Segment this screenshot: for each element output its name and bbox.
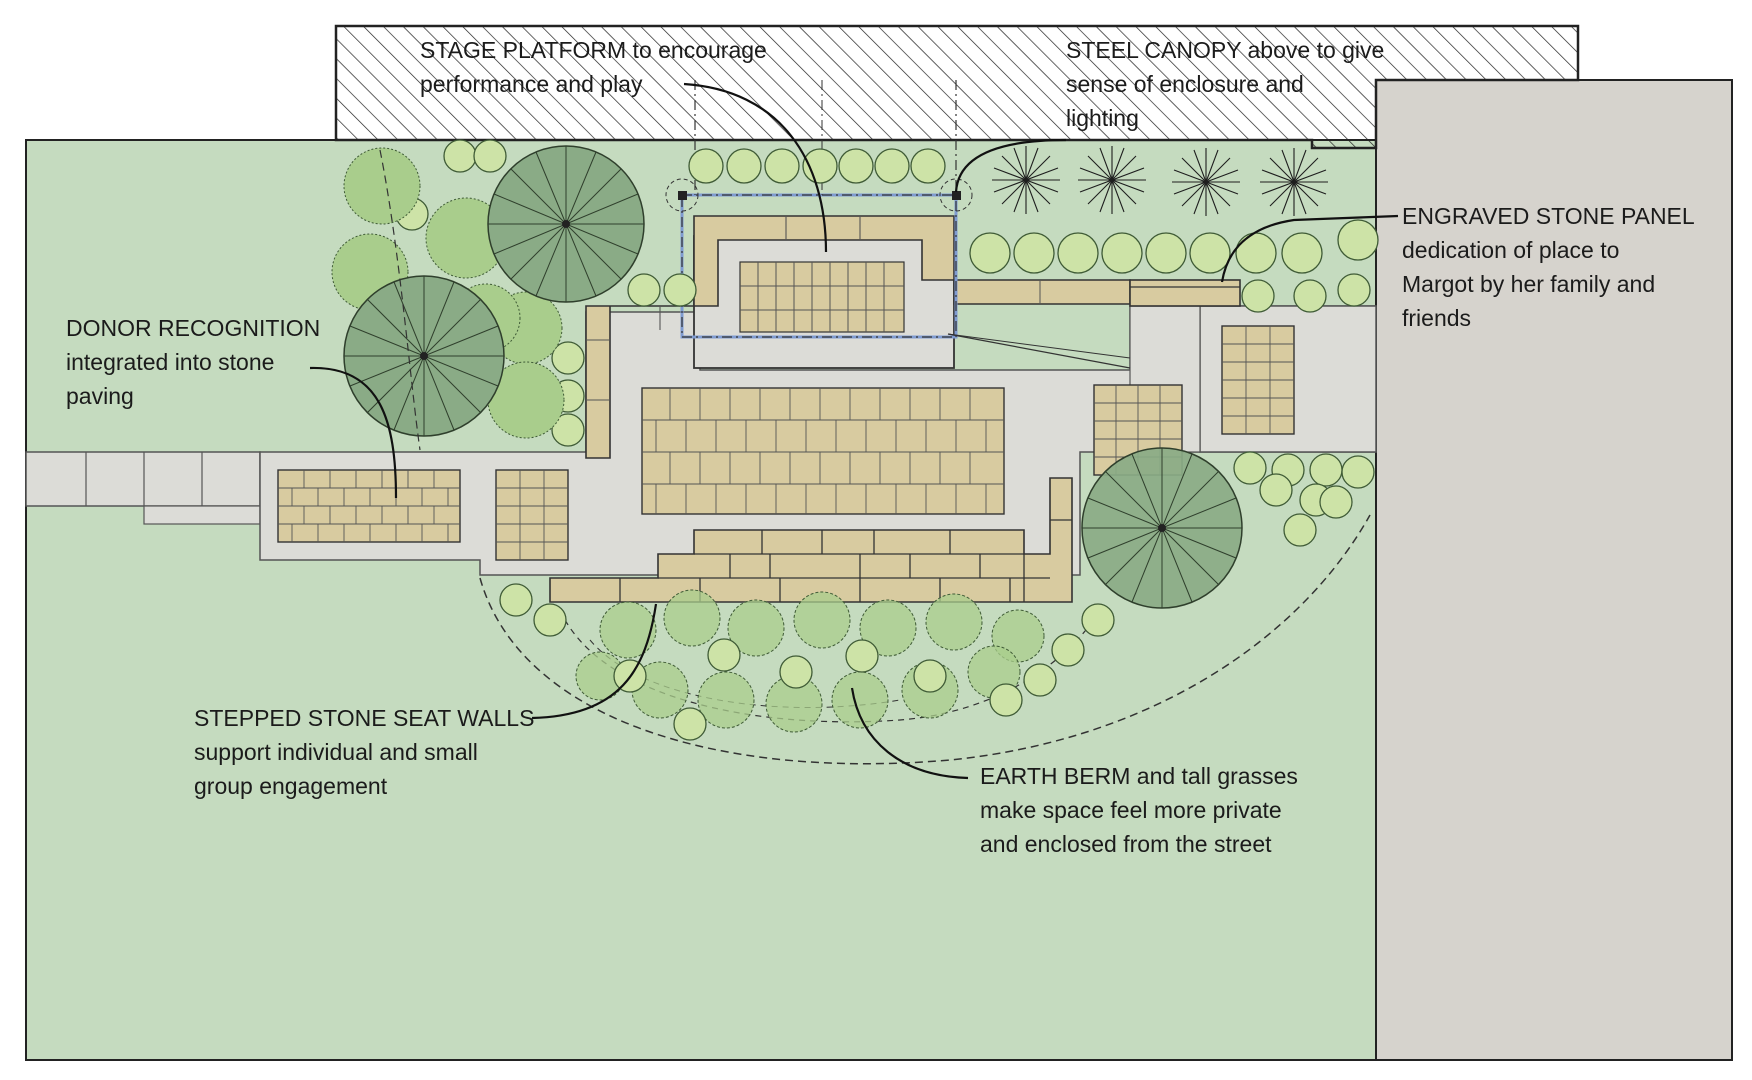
stage-wall-joints (586, 216, 861, 401)
annotation-engraved-line2: dedication of place to (1402, 237, 1619, 263)
entry-walk (25, 451, 261, 525)
annotation-engraved-line3: Margot by her family and (1402, 271, 1655, 297)
annotation-berm-line3: and enclosed from the street (980, 831, 1272, 857)
annotation-engraved-line1: ENGRAVED STONE PANEL (1402, 203, 1695, 229)
annotation-berm-line2: make space feel more private (980, 797, 1282, 823)
annotation-canopy-head: STEEL CANOPY (1066, 37, 1241, 63)
engraved-stone-panel (1129, 279, 1241, 307)
earth-berm-outline (479, 514, 1371, 765)
stepped-stone-seat-walls (549, 477, 1073, 603)
canopy-tree-2 (343, 275, 505, 437)
annotation-canopy-line2: sense of enclosure and (1066, 71, 1304, 97)
leader-berm (850, 687, 969, 780)
annotation-canopy-line1: STEEL CANOPY above to give (1066, 37, 1384, 63)
tree-dripline-dashed (379, 149, 421, 451)
annotation-berm-head: EARTH BERM (980, 763, 1130, 789)
donor-paver-field (277, 469, 461, 543)
annotation-stage-tail: to encourage (626, 37, 767, 63)
annotation-seatwalls-line3: group engagement (194, 773, 388, 799)
annotation-berm-tail: and tall grasses (1130, 763, 1297, 789)
shrub-plantings (395, 139, 1379, 741)
annotation-donor-line3: paving (66, 383, 134, 409)
annotation-berm-line1: EARTH BERM and tall grasses (980, 763, 1298, 789)
annotation-donor-line2: integrated into stone (66, 349, 274, 375)
east-paver-field-2 (1221, 325, 1295, 435)
main-paver-field (641, 387, 1005, 515)
annotation-seatwalls-line2: support individual and small (194, 739, 478, 765)
annotation-seatwalls-line1: STEPPED STONE SEAT WALLS (194, 705, 534, 731)
stage-platform (693, 235, 955, 369)
west-paver-field (495, 469, 569, 561)
north-stone-bench (953, 279, 1131, 305)
leader-donor (309, 366, 398, 499)
leader-seatwalls (531, 603, 658, 720)
canopy-tree-3 (1081, 447, 1243, 609)
leader-engraved (1220, 214, 1399, 283)
annotation-stage-line1: STAGE PLATFORM to encourage (420, 37, 767, 63)
hatched-existing-structure (334, 24, 1580, 150)
annotation-stage-line2: performance and play (420, 71, 643, 97)
leader-stage (683, 82, 828, 253)
annotation-canopy-tail: above to give (1241, 37, 1384, 63)
adjacent-building (1375, 79, 1733, 1061)
annotation-engraved-line4: friends (1402, 305, 1471, 331)
canopy-tree-1 (487, 145, 645, 303)
annotation-canopy-line3: lighting (1066, 105, 1139, 131)
ornamental-grasses-north (992, 146, 1328, 216)
leader-canopy (954, 138, 1067, 193)
annotation-donor-line1: DONOR RECOGNITION (66, 315, 320, 341)
annotation-stage-head: STAGE PLATFORM (420, 37, 626, 63)
